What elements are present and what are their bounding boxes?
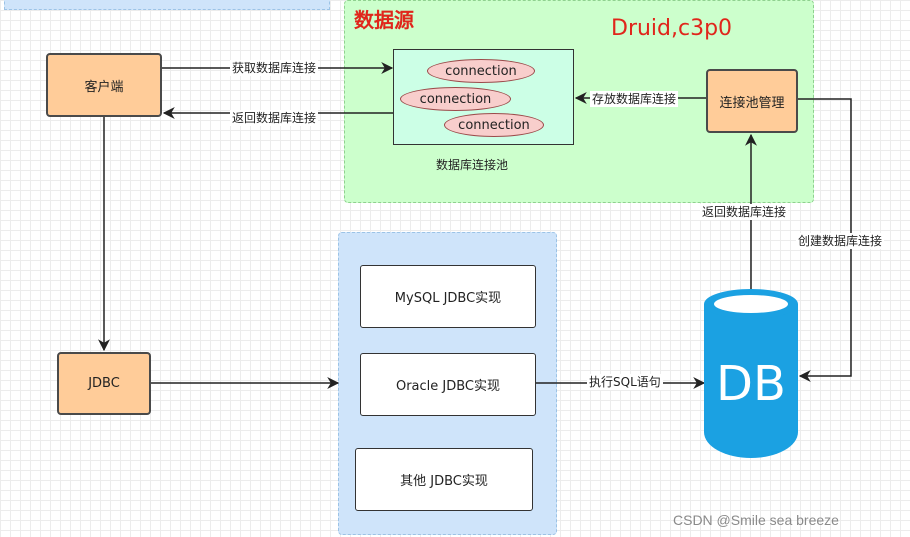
edge-label-exec-sql: 执行SQL语句 [587,374,663,390]
watermark: CSDN @Smile sea breeze [673,512,839,528]
pool-manager-node: 连接池管理 [706,69,798,133]
partial-group-box [4,0,330,10]
pool-caption: 数据库连接池 [436,158,509,172]
edge-label-get-conn: 获取数据库连接 [230,60,319,76]
edge-label-create-conn: 创建数据库连接 [796,233,885,249]
edge-label-store-conn: 存放数据库连接 [590,91,679,107]
driver-oracle: Oracle JDBC实现 [360,353,536,416]
client-node: 客户端 [46,53,162,117]
driver-other: 其他 JDBC实现 [355,448,533,511]
datasource-impls: Druid,c3p0 [611,16,733,41]
jdbc-node: JDBC [57,352,151,415]
datasource-title: 数据源 [354,8,414,32]
database-label: DB [716,356,786,412]
connection-ellipse-2: connection [400,87,511,111]
database-cylinder [704,289,798,458]
edge-label-return-conn-db: 返回数据库连接 [700,204,789,220]
connection-ellipse-1: connection [427,59,535,83]
driver-mysql: MySQL JDBC实现 [360,265,536,328]
connection-ellipse-3: connection [444,113,544,137]
edge-label-return-conn-client: 返回数据库连接 [230,110,319,126]
